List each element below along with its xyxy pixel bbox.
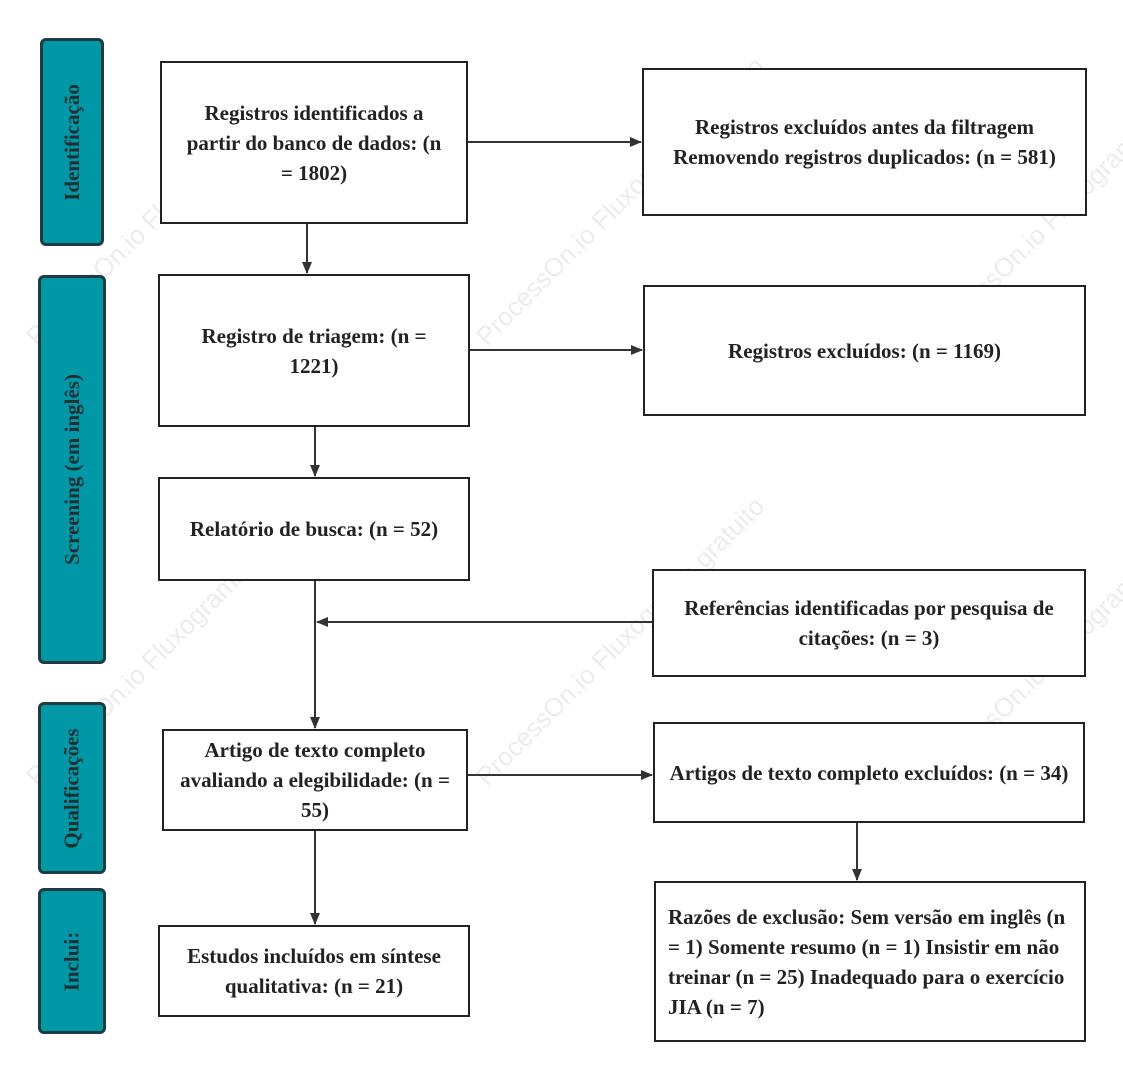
stage-screening-label: Screening (em inglês) xyxy=(59,374,84,565)
stage-identification-label: Identificação xyxy=(59,83,84,201)
box-exclusion-reasons-text: Razões de exclusão: Sem versão em inglês… xyxy=(668,904,1066,1019)
box-records-excluded-before-screening: Registros excluídos antes da filtragem R… xyxy=(642,68,1087,216)
box-records-screened: Registro de triagem: (n = 1221) xyxy=(158,274,470,427)
box-citation-search: Referências identificadas por pesquisa d… xyxy=(652,569,1086,677)
box-records-excluded-text: Registros excluídos: (n = 1169) xyxy=(728,338,1001,363)
box-included-studies-text: Estudos incluídos em síntese qualitativa… xyxy=(187,944,441,998)
box-search-report: Relatório de busca: (n = 52) xyxy=(158,477,470,581)
box-fulltext-assessed: Artigo de texto completo avaliando a ele… xyxy=(162,729,468,831)
stage-screening: Screening (em inglês) xyxy=(38,275,106,664)
box-included-studies: Estudos incluídos em síntese qualitativa… xyxy=(158,925,470,1017)
box-citation-search-text: Referências identificadas por pesquisa d… xyxy=(684,596,1054,650)
box-records-excluded: Registros excluídos: (n = 1169) xyxy=(643,285,1086,416)
stage-included: Inclui: xyxy=(38,888,106,1034)
box-records-identified-text: Registros identificados a partir do banc… xyxy=(186,100,442,185)
box-search-report-text: Relatório de busca: (n = 52) xyxy=(189,517,439,541)
box-records-identified: Registros identificados a partir do banc… xyxy=(160,61,468,224)
stage-identification: Identificação xyxy=(40,38,104,246)
stage-included-label: Inclui: xyxy=(59,931,84,991)
box-fulltext-excluded-text: Artigos de texto completo excluídos: (n … xyxy=(669,760,1069,785)
box-fulltext-assessed-text: Artigo de texto completo avaliando a ele… xyxy=(180,738,450,822)
box-records-screened-text: Registro de triagem: (n = 1221) xyxy=(201,323,427,378)
box-exclusion-reasons: Razões de exclusão: Sem versão em inglês… xyxy=(654,881,1086,1042)
stage-qualifications: Qualificações xyxy=(38,702,106,874)
stage-qualifications-label: Qualificações xyxy=(59,727,84,849)
box-records-excluded-before-screening-text: Registros excluídos antes da filtragem R… xyxy=(673,115,1056,169)
box-fulltext-excluded: Artigos de texto completo excluídos: (n … xyxy=(653,722,1085,823)
